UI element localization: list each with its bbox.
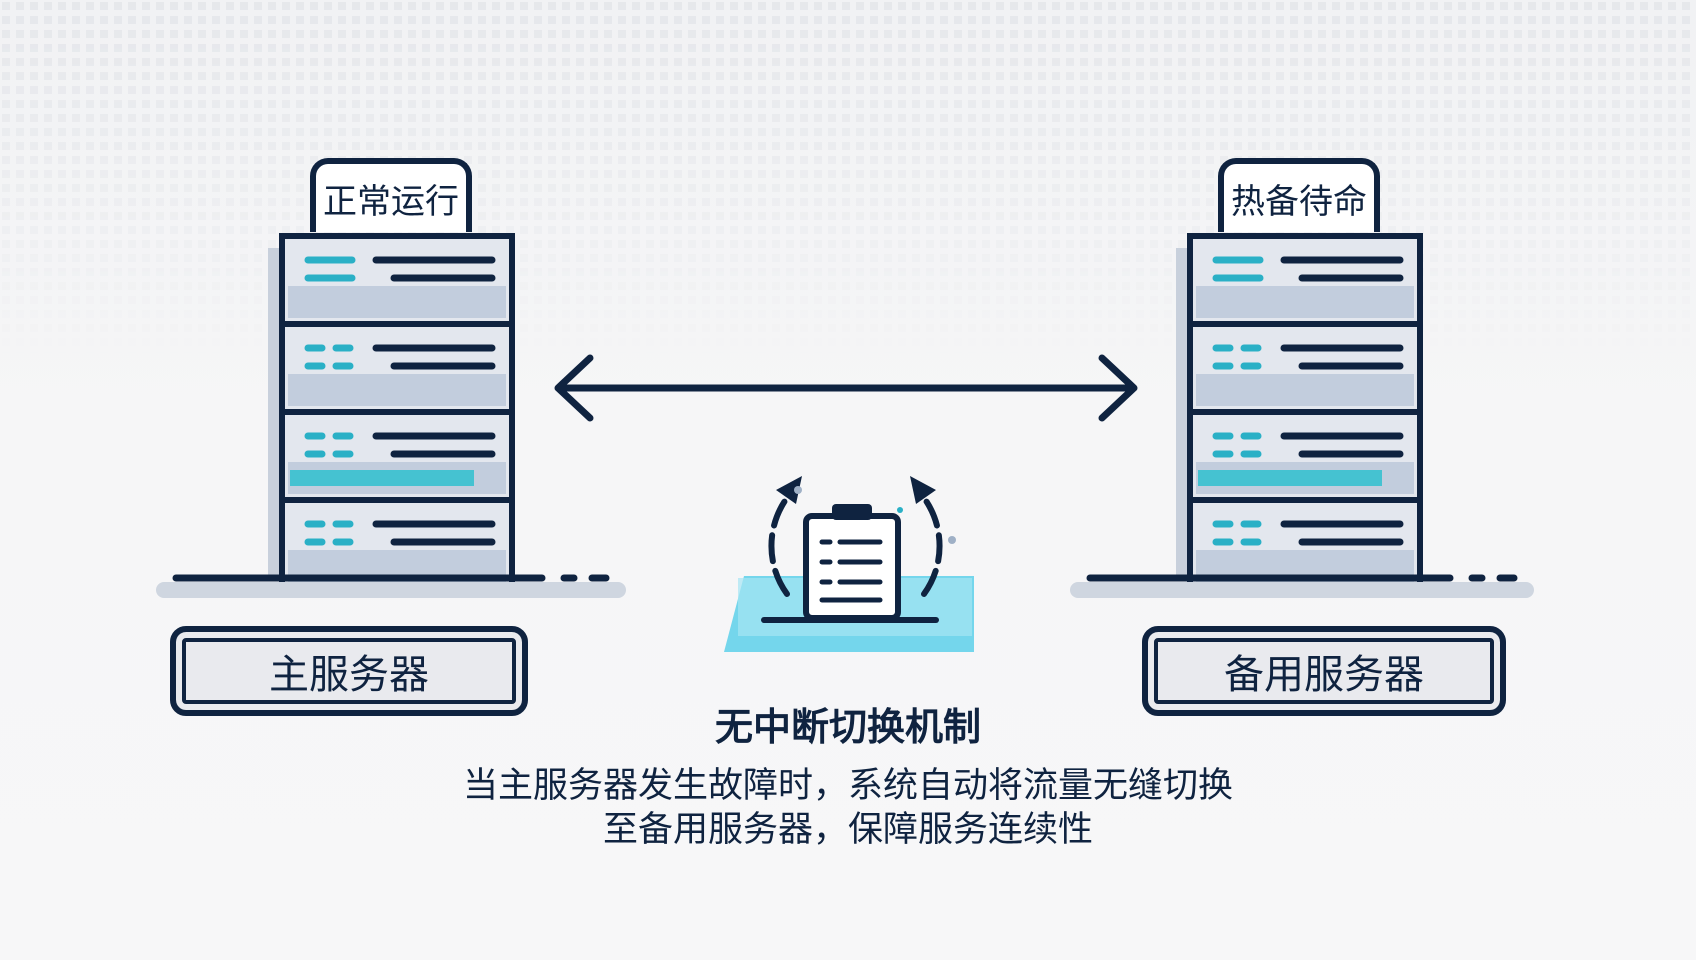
background-grid-texture (0, 0, 1696, 360)
rack-unit-shade (288, 374, 506, 406)
rack-unit-shade (1196, 374, 1414, 406)
primary-status-tag: 正常运行 (310, 158, 472, 232)
primary-server-rack-icon (156, 233, 626, 598)
floor-shadow (156, 582, 626, 598)
backup-status-tag: 热备待命 (1218, 158, 1380, 232)
description-line-1: 当主服务器发生故障时，系统自动将流量无缝切换 (462, 766, 1233, 806)
rack-unit-shade (288, 286, 506, 318)
bidirectional-arrow-icon (554, 354, 1138, 422)
primary-server-label: 主服务器 (170, 626, 528, 716)
floor-shadow (1070, 582, 1534, 598)
description-line-2: 至备用服务器，保障服务连续性 (602, 810, 1093, 850)
activity-strip (1198, 470, 1382, 486)
backup-server-label: 备用服务器 (1142, 626, 1506, 716)
mechanism-title: 无中断切换机制 (714, 705, 981, 749)
activity-strip (290, 470, 474, 486)
rack-unit-shade (1196, 286, 1414, 318)
backup-server-rack-icon (1070, 233, 1534, 598)
failover-switch-icon (724, 476, 974, 652)
mechanism-description: 当主服务器发生故障时，系统自动将流量无缝切换 至备用服务器，保障服务连续性 (0, 764, 1696, 852)
